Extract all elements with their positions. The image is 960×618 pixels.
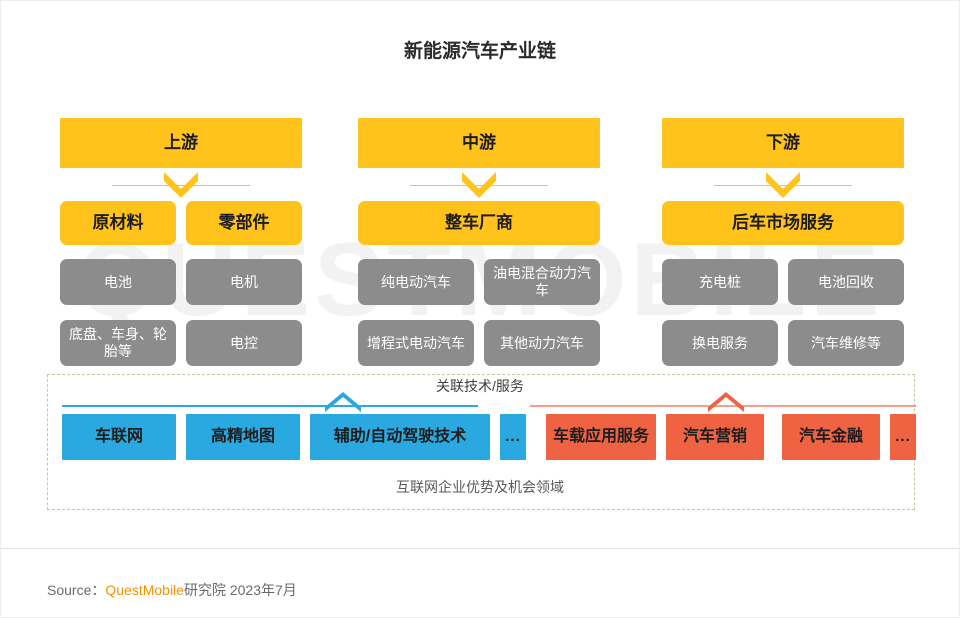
segment-vehicle-manufacturer: 整车厂商 (358, 201, 600, 245)
connector-rule (530, 405, 916, 407)
assoc-item-adas[interactable]: 辅助/自动驾驶技术 (310, 414, 490, 460)
item-motor: 电机 (186, 259, 302, 305)
connector-rule (62, 405, 478, 407)
segment-aftermarket: 后车市场服务 (662, 201, 904, 245)
associated-tech-header: 关联技术/服务 (436, 378, 524, 394)
connector-rule (714, 185, 852, 186)
connector-midstream (410, 172, 548, 200)
connector-blue-group (62, 392, 478, 412)
source-suffix: 研究院 2023年7月 (183, 582, 297, 598)
assoc-item-auto-finance[interactable]: 汽车金融 (782, 414, 880, 460)
item-electronic-control: 电控 (186, 320, 302, 366)
assoc-item-hd-map[interactable]: 高精地图 (186, 414, 300, 460)
tier-header-midstream: 中游 (358, 118, 600, 168)
assoc-item-in-car-apps[interactable]: 车载应用服务 (546, 414, 656, 460)
assoc-item-auto-marketing[interactable]: 汽车营销 (666, 414, 764, 460)
tier-header-upstream: 上游 (60, 118, 302, 168)
associated-tech-caption: 互联网企业优势及机会领域 (396, 479, 564, 495)
segment-raw-material: 原材料 (60, 201, 176, 245)
segment-components: 零部件 (186, 201, 302, 245)
connector-orange-group (530, 392, 916, 412)
item-auto-repair: 汽车维修等 (788, 320, 904, 366)
connector-rule (112, 185, 250, 186)
assoc-item-iov[interactable]: 车联网 (62, 414, 176, 460)
connector-rule (410, 185, 548, 186)
source-brand: QuestMobile (105, 582, 184, 598)
page-title: 新能源汽车产业链 (403, 41, 556, 62)
item-charging-pile: 充电桩 (662, 259, 778, 305)
item-other-powertrain: 其他动力汽车 (484, 320, 600, 366)
item-battery-recycling: 电池回收 (788, 259, 904, 305)
item-bev: 纯电动汽车 (358, 259, 474, 305)
connector-upstream (112, 172, 250, 200)
assoc-item-orange-more[interactable]: ... (890, 414, 916, 460)
item-hev: 油电混合动力汽车 (484, 259, 600, 305)
item-erev: 增程式电动汽车 (358, 320, 474, 366)
item-battery-swap: 换电服务 (662, 320, 778, 366)
tier-header-downstream: 下游 (662, 118, 904, 168)
assoc-item-blue-more[interactable]: ... (500, 414, 526, 460)
item-battery: 电池 (60, 259, 176, 305)
source-prefix: Source： (47, 582, 106, 598)
connector-downstream (714, 172, 852, 200)
source-line: Source：QuestMobile研究院 2023年7月 (47, 580, 297, 600)
item-chassis: 底盘、车身、轮胎等 (60, 320, 176, 366)
footer-divider (0, 548, 960, 549)
